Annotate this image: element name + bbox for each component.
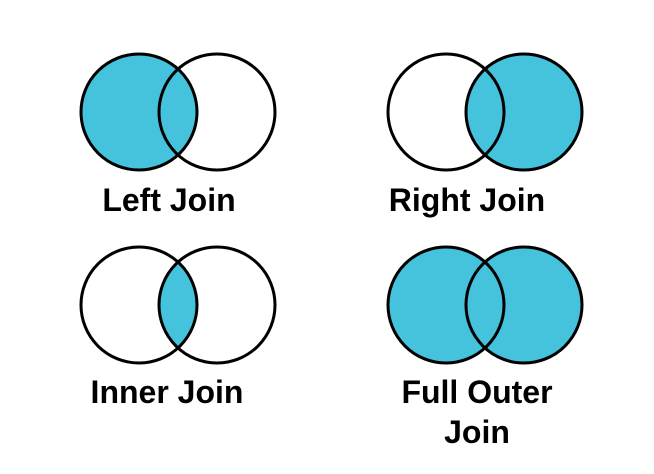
right-circle-outline	[157, 52, 277, 172]
venn-diagram-right-join	[386, 52, 584, 172]
venn-diagram-left-join	[79, 52, 277, 172]
left-circle-outline	[79, 52, 199, 172]
venn-label-left-join: Left Join	[102, 182, 236, 218]
left-circle-outline	[386, 52, 506, 172]
right-circle-outline	[464, 245, 584, 365]
intersection-lens	[159, 262, 197, 348]
intersection-lens	[466, 69, 504, 155]
venn-label-inner-join: Inner Join	[90, 374, 244, 410]
venn-diagram-full-outer-join	[386, 245, 584, 365]
venn-diagram-inner-join	[79, 245, 277, 365]
venn-label-right-join: Right Join	[388, 182, 546, 218]
left-circle-outline	[79, 245, 199, 365]
intersection-lens	[159, 69, 197, 155]
left-circle-outline	[386, 245, 506, 365]
venn-label-full-outer-join: Full Outer Join	[401, 374, 553, 450]
intersection-lens	[466, 262, 504, 348]
right-circle-outline	[464, 52, 584, 172]
right-circle-outline	[157, 245, 277, 365]
